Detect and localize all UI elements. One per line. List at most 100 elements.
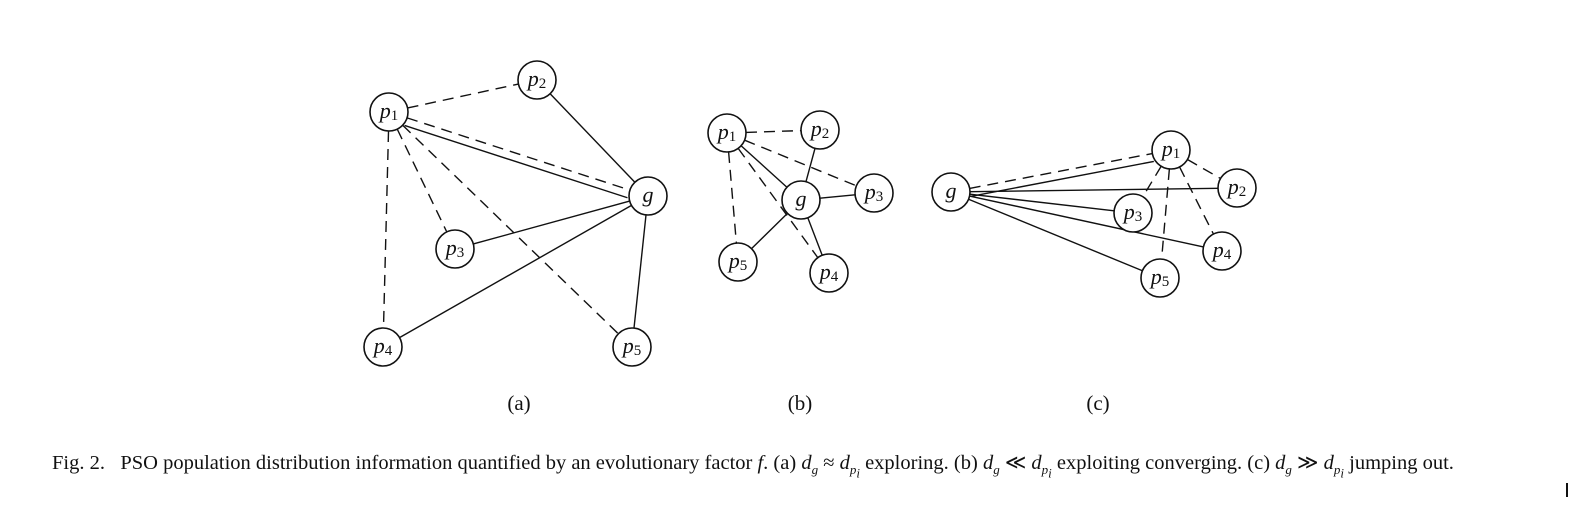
edge-p1-p2-dashed bbox=[1187, 158, 1221, 180]
edge-p4-g-solid bbox=[399, 204, 632, 339]
edge-p3-g-solid bbox=[819, 194, 856, 199]
node-p4: p4 bbox=[1202, 231, 1242, 271]
node-label: p4 bbox=[818, 259, 839, 285]
caption-a-rel: ≈ bbox=[818, 452, 840, 474]
node-circle bbox=[628, 176, 668, 216]
caption-a-word: exploring. bbox=[859, 452, 949, 474]
panel-a-label: (a) bbox=[507, 391, 530, 415]
edge-p1-p5-dashed bbox=[1160, 168, 1171, 260]
node-label: g bbox=[946, 178, 957, 203]
panel-b-label: (b) bbox=[788, 391, 813, 415]
node-p2: p2 bbox=[800, 110, 840, 150]
node-p4: p4 bbox=[809, 253, 849, 293]
edge-g-p5-solid bbox=[968, 198, 1143, 272]
caption-b-label: (b) bbox=[948, 452, 978, 474]
panel-b: p1 p2 g p3 p5 p4 bbox=[707, 110, 894, 293]
caption-b-word: exploiting converging. bbox=[1051, 452, 1243, 474]
node-label: p1 bbox=[1160, 136, 1181, 162]
panel-c: g p1 p2 p3 p4 p5 bbox=[931, 130, 1257, 298]
node-p1: p1 bbox=[707, 113, 747, 153]
node-g: g bbox=[931, 172, 971, 212]
node-circle bbox=[1217, 168, 1257, 208]
node-circle bbox=[800, 110, 840, 150]
edge-p1-p3-dashed bbox=[1142, 165, 1162, 198]
node-p1: p1 bbox=[1151, 130, 1191, 170]
node-circle bbox=[854, 173, 894, 213]
figure-caption: Fig. 2. PSO population distribution info… bbox=[52, 450, 1567, 487]
edge-p4-g-solid bbox=[807, 217, 823, 256]
node-circle bbox=[435, 229, 475, 269]
node-circle bbox=[517, 60, 557, 100]
edge-g-p1-dashed bbox=[969, 152, 1153, 190]
caption-a-dpi: dpi bbox=[839, 452, 860, 481]
caption-b-rel: ≪ bbox=[999, 452, 1032, 474]
node-p3: p3 bbox=[1113, 193, 1153, 233]
caption-c-label: (c) bbox=[1247, 452, 1271, 474]
node-circle bbox=[1113, 193, 1153, 233]
edge-p1-p5-dashed bbox=[402, 124, 619, 335]
node-label: p2 bbox=[809, 116, 830, 142]
node-label: p1 bbox=[716, 119, 737, 145]
node-label: p1 bbox=[378, 98, 399, 124]
caption-text: PSO population distribution information … bbox=[120, 452, 753, 474]
node-circle bbox=[707, 113, 747, 153]
node-label: g bbox=[796, 186, 807, 211]
edge-p2-g-solid bbox=[805, 148, 816, 182]
page-edge-mark bbox=[1566, 483, 1568, 497]
node-label: p5 bbox=[1149, 264, 1170, 290]
node-circle bbox=[781, 180, 821, 220]
edge-p1-g-dashed bbox=[406, 117, 631, 191]
panel-c-label: (c) bbox=[1086, 391, 1109, 415]
caption-c-dg: dg bbox=[1275, 452, 1292, 478]
edge-p1-p2-dashed bbox=[407, 83, 519, 109]
node-p3: p3 bbox=[854, 173, 894, 213]
edge-p1-p3-dashed bbox=[396, 128, 448, 233]
node-g: g bbox=[781, 180, 821, 220]
caption-factor: f bbox=[757, 452, 764, 474]
caption-c-word: jumping out. bbox=[1344, 452, 1454, 474]
node-label: p2 bbox=[526, 66, 547, 92]
edge-g-p3-solid bbox=[969, 193, 1115, 212]
node-p5: p5 bbox=[718, 242, 758, 282]
node-label: p5 bbox=[621, 333, 642, 359]
node-p5: p5 bbox=[1140, 258, 1180, 298]
node-circle bbox=[369, 92, 409, 132]
node-circle bbox=[612, 327, 652, 367]
node-label: p4 bbox=[372, 333, 393, 359]
edge-p1-g-solid bbox=[740, 145, 788, 188]
node-p1: p1 bbox=[369, 92, 409, 132]
node-label: p4 bbox=[1211, 237, 1232, 263]
node-circle bbox=[1151, 130, 1191, 170]
edge-p2-g-solid bbox=[549, 93, 636, 183]
node-label: p2 bbox=[1226, 174, 1247, 200]
caption-c-rel: ≫ bbox=[1291, 452, 1324, 474]
caption-lead: Fig. 2. bbox=[52, 452, 105, 474]
edge-p1-p2-dashed bbox=[745, 129, 802, 134]
node-circle bbox=[931, 172, 971, 212]
node-p2: p2 bbox=[1217, 168, 1257, 208]
caption-b-dg: dg bbox=[982, 452, 1000, 478]
node-p2: p2 bbox=[517, 60, 557, 100]
edge-p1-p4-dashed bbox=[382, 130, 390, 329]
node-label: p3 bbox=[863, 179, 884, 205]
edge-p1-p5-dashed bbox=[727, 151, 738, 244]
node-circle bbox=[363, 327, 403, 367]
node-circle bbox=[718, 242, 758, 282]
edge-p1-p4-dashed bbox=[737, 147, 819, 259]
caption-a-label: . (a) bbox=[763, 452, 797, 474]
node-p4: p4 bbox=[363, 327, 403, 367]
node-p5: p5 bbox=[612, 327, 652, 367]
edge-p1-p4-dashed bbox=[1178, 166, 1215, 235]
caption-b-dpi: dpi bbox=[1031, 452, 1052, 481]
node-circle bbox=[1202, 231, 1242, 271]
edge-g-p1-solid bbox=[971, 160, 1154, 197]
node-circle bbox=[1140, 258, 1180, 298]
node-label: p5 bbox=[727, 248, 748, 274]
caption-a-dg: dg bbox=[801, 452, 819, 478]
edge-p3-g-solid bbox=[473, 200, 630, 245]
edge-p1-g-solid bbox=[404, 124, 628, 199]
edge-g-p4-solid bbox=[969, 195, 1204, 248]
edge-p5-g-solid bbox=[633, 214, 647, 329]
